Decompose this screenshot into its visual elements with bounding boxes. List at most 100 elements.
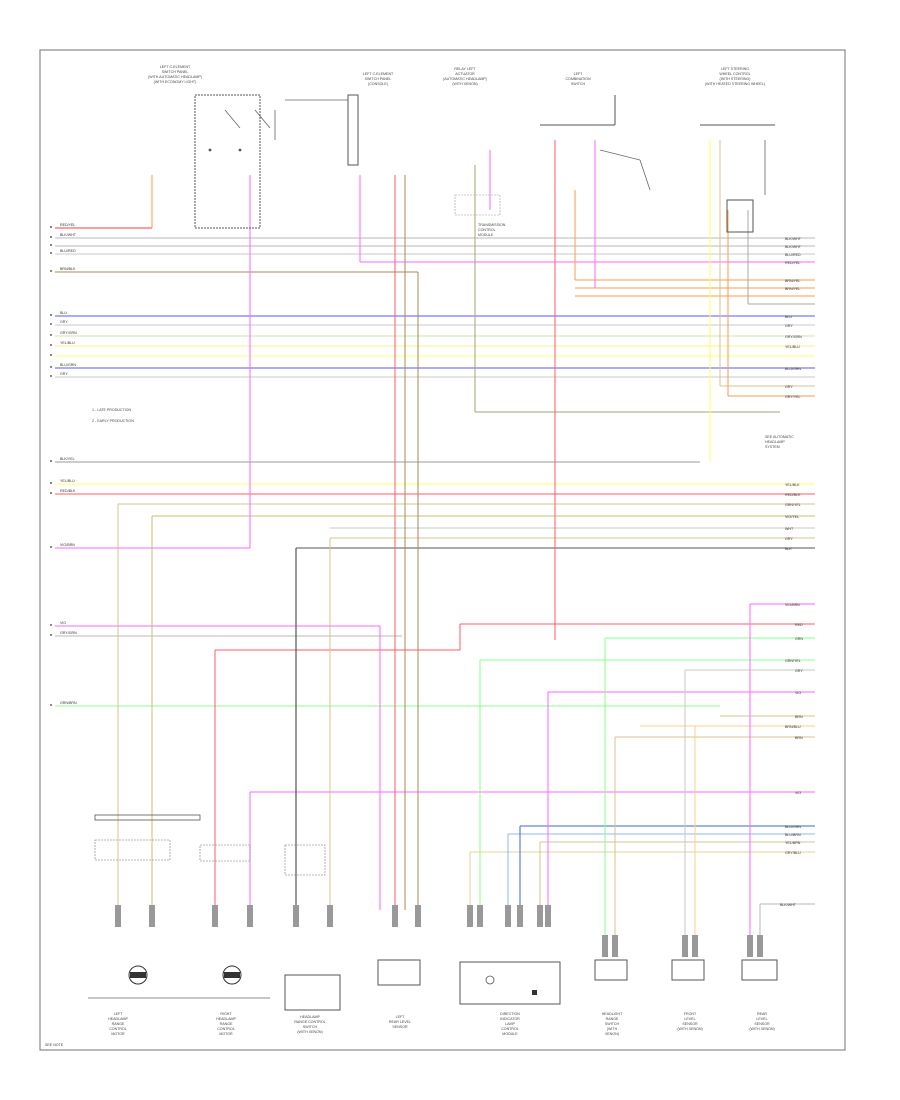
label-line: INDICATOR <box>500 1017 520 1021</box>
label-line: (WITH <box>607 1027 618 1031</box>
bus-label: BLK/WHT <box>785 245 802 249</box>
label-line: ACTUATOR <box>455 72 475 76</box>
component-outline <box>94 814 201 821</box>
footer-component-indicator-module <box>459 961 561 1005</box>
diagram-mark <box>50 252 52 254</box>
label-line: (WITH XENON) <box>677 1027 702 1031</box>
diagram-mark <box>50 704 52 706</box>
bus-label: RED/YEL <box>785 261 800 265</box>
legend-item: 2 - EARLY PRODUCTION <box>92 419 134 423</box>
diagram-mark <box>50 366 52 368</box>
diagram-mark <box>50 482 52 484</box>
label-line: SWITCH <box>605 1022 620 1026</box>
bus-label: BLK/WHT <box>780 903 797 907</box>
label-line: LEVEL <box>684 1017 695 1021</box>
label-line: LEVEL <box>756 1017 767 1021</box>
diagram-mark <box>50 492 52 494</box>
header-component-transmission-box <box>454 194 501 216</box>
motor-symbol <box>222 965 242 985</box>
bus-label: GRN/YEL <box>785 503 801 507</box>
diagram-mark <box>149 905 155 927</box>
label-line: MODULE <box>478 233 494 237</box>
diagram-mark <box>50 244 52 246</box>
label-line: CONTROL <box>109 1027 127 1031</box>
motor-symbol <box>128 965 148 985</box>
bus-label: GRY <box>795 669 803 673</box>
diagram-mark <box>505 905 511 927</box>
label-line: CONTROL <box>217 1027 235 1031</box>
component-outline <box>284 844 326 876</box>
diagram-mark <box>115 905 121 927</box>
diagram-mark <box>50 344 52 346</box>
motor-symbol <box>130 972 146 978</box>
component-outline <box>199 844 251 862</box>
label-line: SWITCH PANEL <box>365 77 392 81</box>
footer-component-rear-level-sensor <box>377 959 421 986</box>
bus-label: BLU/GRN <box>785 825 801 829</box>
label-line: LEFT C-ELEMENT <box>363 72 394 76</box>
bus-label: RED/YEL <box>60 223 75 227</box>
switch-contact <box>254 109 271 129</box>
switch-lead <box>639 159 651 191</box>
component-outline <box>94 839 171 861</box>
connector-pins <box>115 905 763 957</box>
bus-label: BLK/WHT <box>60 233 77 237</box>
component-outline <box>454 194 501 216</box>
footer-component-left-headlamp-motor <box>88 814 201 999</box>
label-line: SENSOR <box>392 1025 408 1029</box>
bus-wires <box>55 227 815 793</box>
bus-label: GRY <box>60 320 68 324</box>
label-line: (WITH ECONOMY LIGHT) <box>154 80 197 84</box>
bus-label: VIO <box>60 621 66 625</box>
footer-component-range-control-switch <box>284 844 341 1011</box>
diagram-mark <box>757 935 763 957</box>
legend: 1 - LATE PRODUCTION 2 - EARLY PRODUCTION <box>92 408 134 423</box>
diagram-mark <box>467 905 473 927</box>
label-line: TRANSMISSION <box>478 223 506 227</box>
motor-symbol <box>224 972 240 978</box>
diagram-mark <box>477 905 483 927</box>
label-line: CONTROL <box>501 1027 519 1031</box>
sensor-symbol <box>485 975 495 985</box>
diagram-mark <box>50 236 52 238</box>
label-line: REAR LEVEL <box>389 1020 411 1024</box>
bus-label: BLU/GRN <box>60 363 76 367</box>
right-bus-labels: BLK/WHT BLK/WHT BLU/RED RED/YEL BRN/YEL … <box>785 237 802 551</box>
label-line: SWITCH PANEL <box>162 70 189 74</box>
diagram-mark <box>50 354 52 356</box>
label-line: (AUTOMATIC HEADLAMP) <box>443 77 487 81</box>
footer-component-sensor-a <box>594 959 628 981</box>
bus-label: BRN <box>795 715 803 719</box>
bus-label: BLK/YEL <box>60 457 75 461</box>
header-component-combination-switch <box>540 95 651 191</box>
bus-label: BLK <box>785 547 792 551</box>
label-line: SENSOR <box>682 1022 698 1026</box>
bus-label: GRY <box>785 537 793 541</box>
diagram-mark <box>612 935 618 957</box>
label-line: LEFT <box>114 1012 124 1016</box>
label-line: RANGE <box>220 1022 233 1026</box>
bus-label: BLU <box>60 311 67 315</box>
header-component-relay <box>274 94 359 166</box>
label-line: REAR <box>757 1012 767 1016</box>
bus-label: GRY <box>785 385 793 389</box>
label-line: HEADLAMP <box>765 440 785 444</box>
bus-label: GRY/GRN <box>60 331 77 335</box>
label-line: SWITCH <box>303 1025 318 1029</box>
label-line: LEFT STEERING <box>721 67 749 71</box>
diagram-mark <box>50 270 52 272</box>
component-outline <box>377 959 421 986</box>
label-line: SYSTEM <box>765 445 780 449</box>
label-line: LEFT C-ELEMENT <box>160 65 191 69</box>
diagram-mark <box>50 334 52 336</box>
